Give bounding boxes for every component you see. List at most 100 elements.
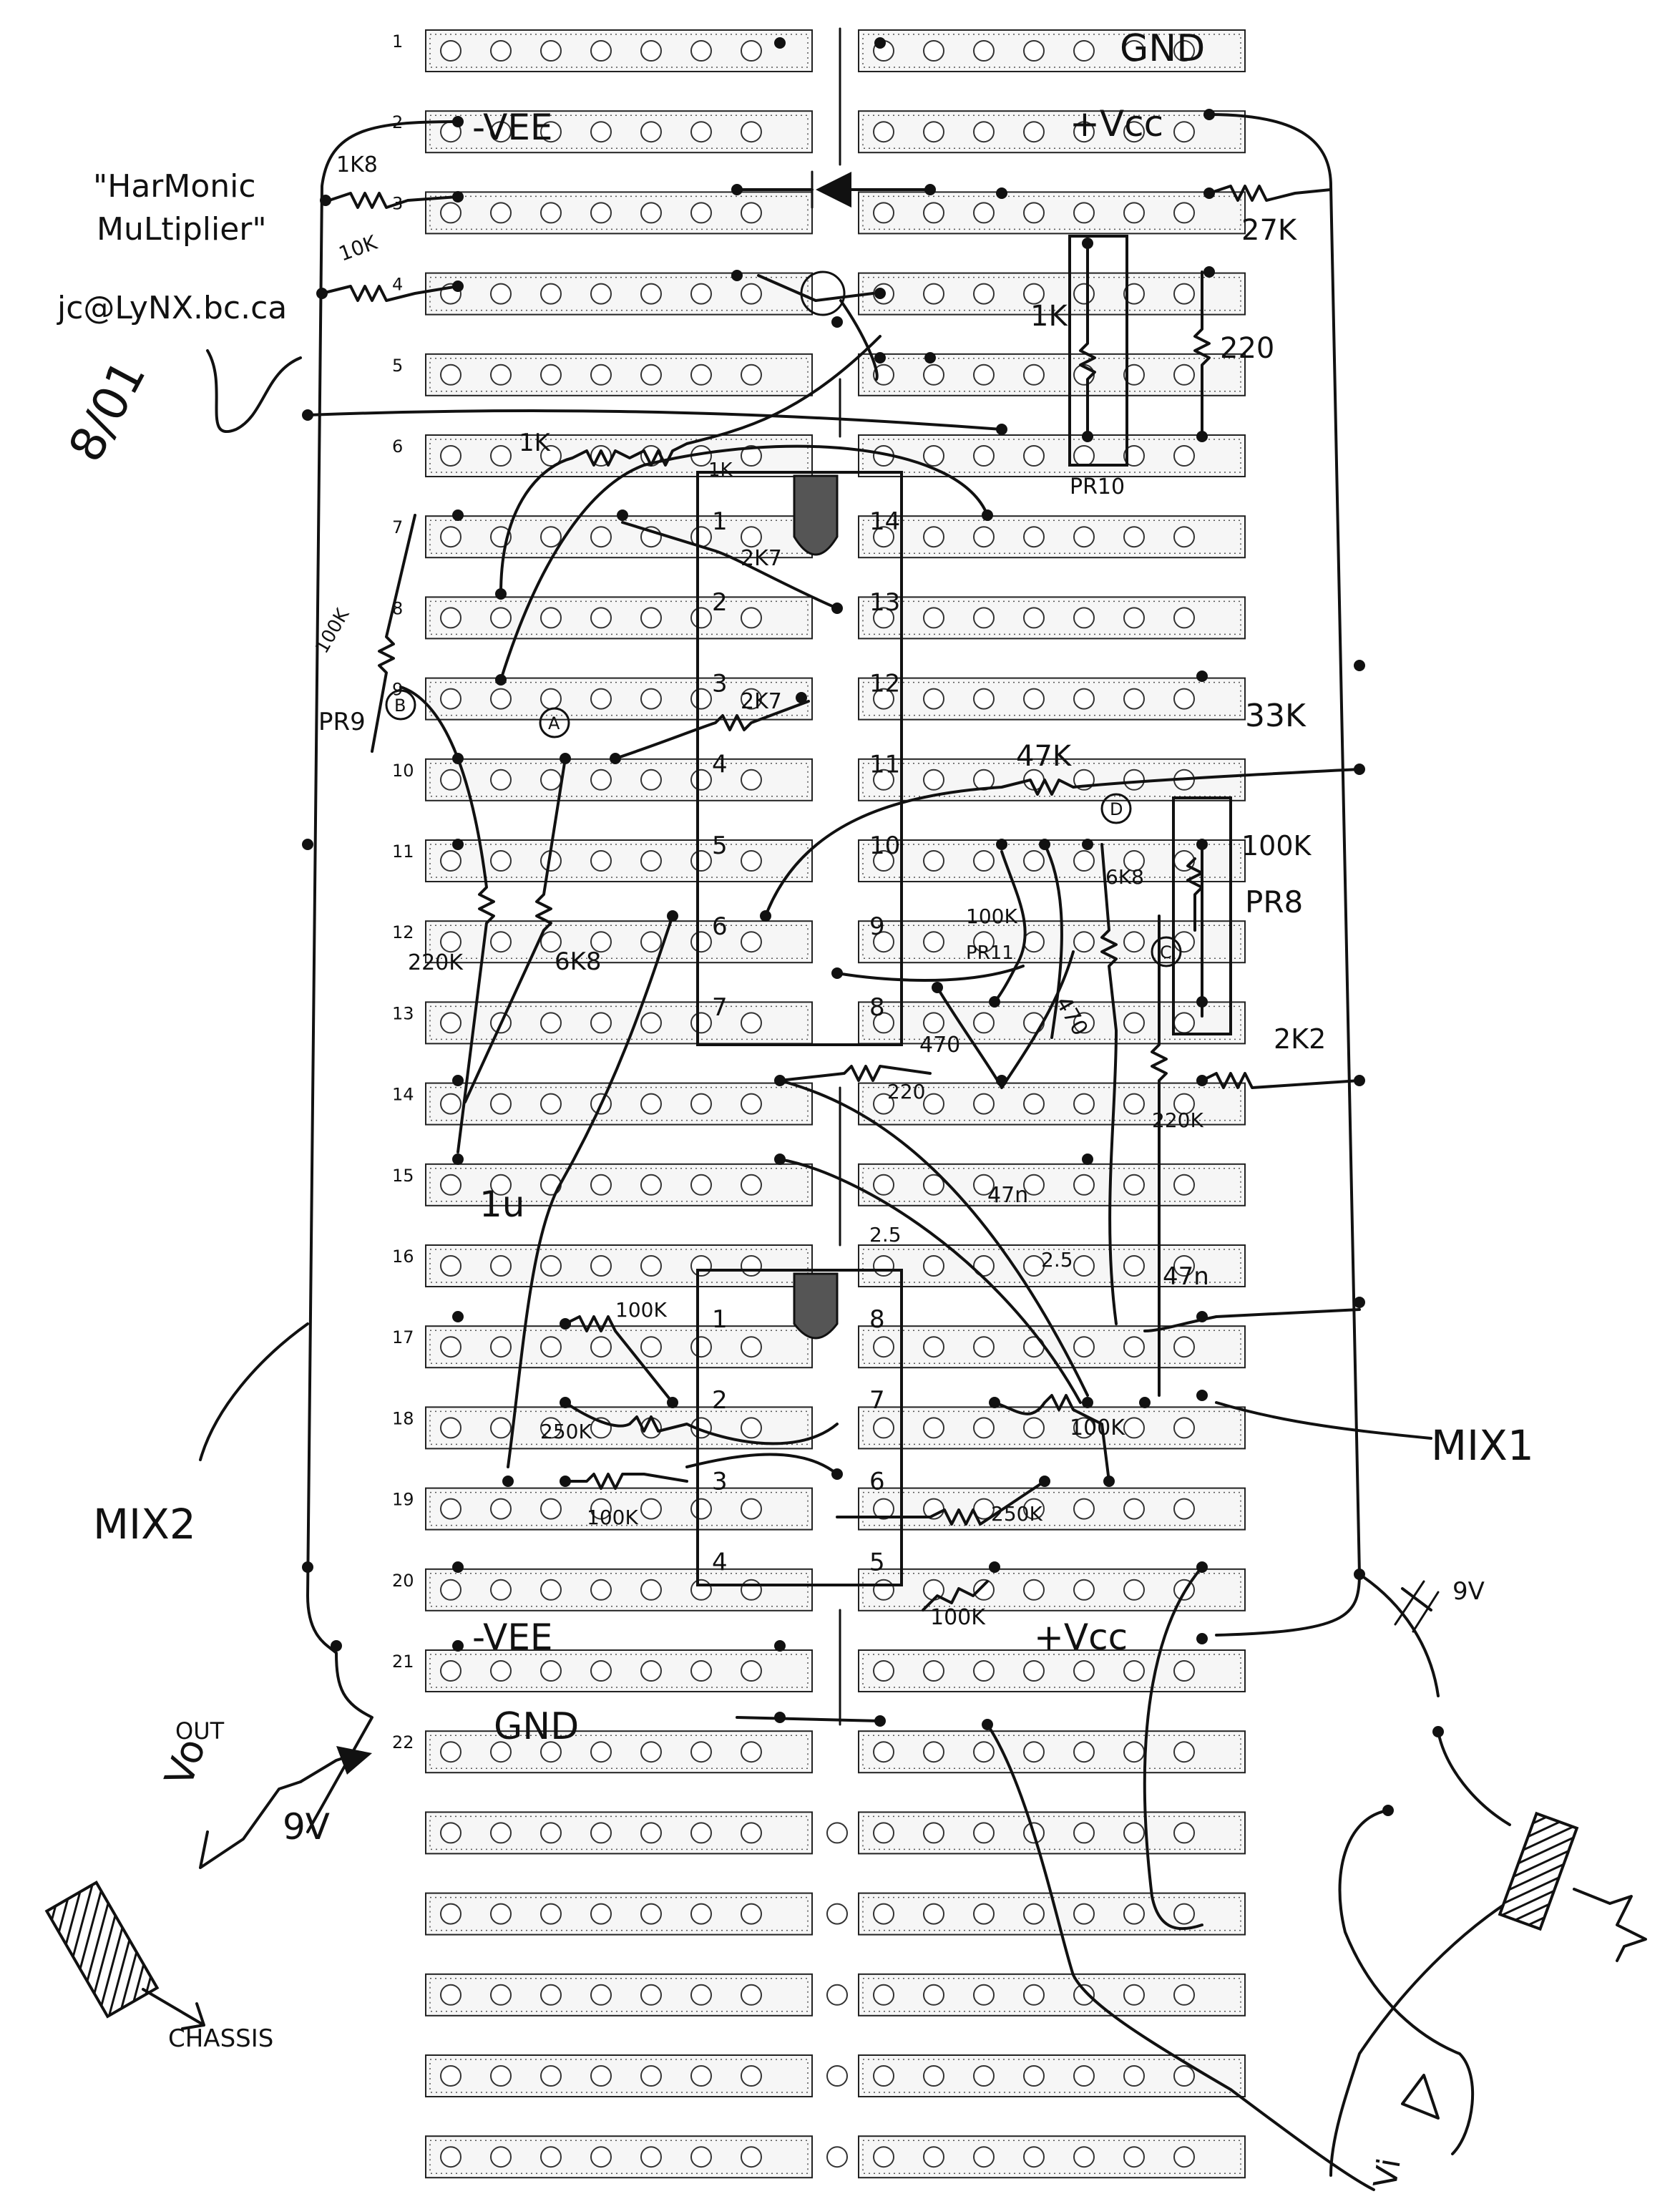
strip-hole: [1123, 40, 1145, 62]
strip-hole: [923, 1012, 944, 1034]
strip-hole: [1073, 40, 1095, 62]
strip-hole: [640, 2065, 662, 2087]
strip-hole: [923, 364, 944, 386]
strip-hole: [1073, 2065, 1095, 2087]
solder-joint: [1203, 187, 1215, 199]
strip-hole: [741, 526, 762, 548]
strip-row: [858, 1487, 1246, 1531]
solder-joint: [924, 184, 936, 195]
strip-hole: [873, 1903, 894, 1925]
row-number: 15: [392, 1166, 414, 1186]
solder-joint: [1082, 839, 1093, 850]
strip-hole: [973, 1984, 995, 2006]
strip-hole: [690, 1174, 712, 1196]
strip-hole: [540, 688, 562, 710]
strip-hole: [690, 364, 712, 386]
solder-joint: [774, 1712, 786, 1723]
strip-hole: [1173, 1498, 1195, 1520]
strip-hole: [490, 1255, 512, 1277]
strip-hole: [923, 1822, 944, 1844]
ic-pin-number: 5: [712, 832, 728, 860]
strip-hole: [923, 769, 944, 791]
strip-hole: [973, 1012, 995, 1034]
strip-hole: [1023, 526, 1045, 548]
center-hole: [826, 2065, 848, 2087]
strip-hole: [1023, 202, 1045, 224]
strip-row: [425, 1325, 813, 1369]
strip-hole: [590, 931, 612, 953]
strip-row: [858, 272, 1246, 316]
diode-symbol: [736, 170, 932, 209]
strip-hole: [1073, 1255, 1095, 1277]
strip-hole: [540, 40, 562, 62]
strip-hole: [1023, 850, 1045, 872]
strip-hole: [923, 1093, 944, 1115]
strip-row: [425, 1892, 813, 1936]
strip-row: [858, 29, 1246, 72]
strip-hole: [640, 202, 662, 224]
strip-hole: [540, 445, 562, 467]
ic-pin-number: 2: [712, 1386, 728, 1415]
solder-joint: [760, 910, 771, 922]
strip-hole: [440, 40, 461, 62]
strip-hole: [490, 445, 512, 467]
row-number: 14: [392, 1085, 414, 1105]
strip-hole: [741, 607, 762, 629]
mix2-label: MIX2: [93, 1500, 196, 1549]
component-label-r-100k-low: 100K: [587, 1506, 638, 1529]
signature-scribble: [206, 349, 302, 433]
strip-hole: [923, 40, 944, 62]
strip-hole: [923, 202, 944, 224]
strip-hole: [1173, 1012, 1195, 1034]
strip-hole: [873, 769, 894, 791]
strip-hole: [1023, 1741, 1045, 1763]
strip-hole: [741, 1498, 762, 1520]
strip-hole: [590, 1660, 612, 1682]
strip-hole: [490, 1417, 512, 1439]
solder-joint: [452, 509, 464, 521]
solder-joint: [996, 424, 1007, 435]
strip-hole: [973, 607, 995, 629]
strip-hole: [1173, 445, 1195, 467]
component-label-pr11: PR11: [966, 942, 1014, 964]
solder-joint: [302, 1561, 313, 1573]
ic-pin-number: 8: [869, 1305, 885, 1334]
solder-joint: [874, 352, 886, 364]
strip-hole: [1123, 850, 1145, 872]
strip-hole: [1123, 1012, 1145, 1034]
strip-hole: [590, 850, 612, 872]
strip-hole: [1123, 445, 1145, 467]
strip-hole: [590, 1579, 612, 1601]
strip-row: [858, 677, 1246, 721]
strip-hole: [690, 1660, 712, 1682]
strip-hole: [540, 607, 562, 629]
strip-hole: [1073, 1174, 1095, 1196]
solder-joint: [932, 982, 943, 993]
strip-hole: [690, 2065, 712, 2087]
strip-hole: [440, 2146, 461, 2168]
row-number: 5: [392, 356, 403, 376]
strip-hole: [490, 283, 512, 305]
strip-hole: [1023, 1255, 1045, 1277]
vee-top-label: -VEE: [472, 107, 553, 148]
strip-hole: [440, 931, 461, 953]
strip-hole: [690, 769, 712, 791]
strip-hole: [923, 688, 944, 710]
solder-joint: [320, 195, 331, 206]
strip-hole: [873, 1984, 894, 2006]
strip-hole: [1023, 2065, 1045, 2087]
strip-hole: [741, 1579, 762, 1601]
component-label-r-470-b: 470: [919, 1033, 960, 1058]
strip-row: [425, 434, 813, 477]
solder-joint: [1196, 1561, 1208, 1573]
strip-hole: [1023, 1579, 1045, 1601]
row-number: 11: [392, 842, 414, 862]
strip-hole: [973, 202, 995, 224]
solder-joint: [989, 1561, 1000, 1573]
strip-hole: [440, 1093, 461, 1115]
strip-row: [858, 1325, 1246, 1369]
strip-hole: [490, 2146, 512, 2168]
solder-joint: [1039, 1476, 1050, 1487]
